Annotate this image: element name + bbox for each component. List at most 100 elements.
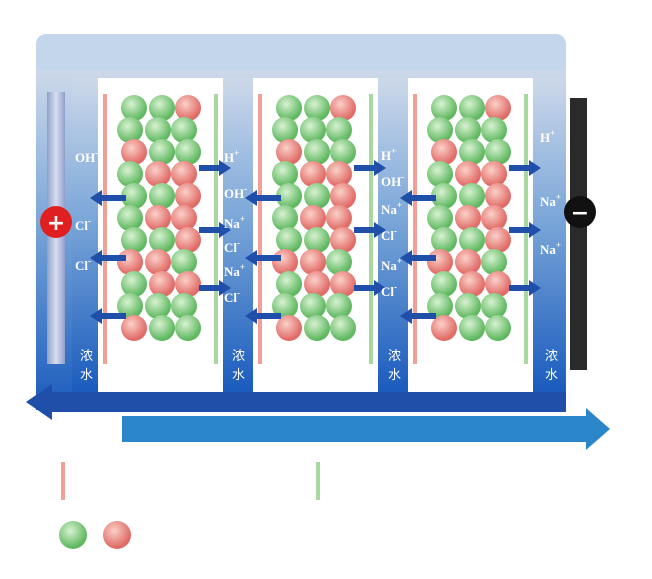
cation-resin-bead: [149, 227, 175, 253]
concentrate-label: 水: [545, 368, 558, 383]
anion-resin-bead: [330, 227, 356, 253]
cation-resin-bead: [481, 293, 507, 319]
cation-resin-bead: [121, 271, 147, 297]
cation-resin-bead: [431, 183, 457, 209]
anion-resin-bead: [175, 227, 201, 253]
anion-resin-bead: [175, 95, 201, 121]
anion-resin-bead: [455, 249, 481, 275]
anion-resin-bead: [455, 161, 481, 187]
concentrate-label: 浓: [545, 349, 558, 364]
concentrate-label: 水: [388, 368, 401, 383]
anion-resin-bead: [485, 183, 511, 209]
cation-resin-bead: [427, 117, 453, 143]
ion-label-h: H+: [540, 128, 555, 145]
cation-migration-arrow: [199, 160, 231, 176]
ion-label-oh: OH-: [75, 148, 98, 165]
anion-resin-bead: [330, 271, 356, 297]
anion-resin-bead: [485, 227, 511, 253]
product-outflow-arrow: [122, 408, 610, 450]
cation-resin-bead: [272, 293, 298, 319]
svg-text:+: +: [47, 211, 65, 236]
cation-resin-bead: [121, 95, 147, 121]
cathode-symbol: −: [564, 196, 596, 228]
ion-label-na: Na+: [540, 240, 561, 257]
cation-resin-bead: [149, 183, 175, 209]
cation-resin-bead: [149, 139, 175, 165]
ion-label-h: H+: [224, 148, 239, 165]
cation-resin-bead: [300, 293, 326, 319]
cation-resin-bead: [121, 227, 147, 253]
cation-resin-bead: [485, 315, 511, 341]
cation-resin-bead: [276, 271, 302, 297]
ion-label-na: Na+: [381, 200, 402, 217]
anion-migration-arrow: [245, 190, 281, 206]
cation-resin-bead: [427, 161, 453, 187]
cation-resin-bead: [326, 293, 352, 319]
cation-resin-bead: [459, 139, 485, 165]
concentrate-label: 水: [232, 368, 245, 383]
cation-resin-bead: [300, 117, 326, 143]
ion-label-na: Na+: [540, 192, 561, 209]
anion-resin-bead: [455, 205, 481, 231]
cation-migration-arrow: [199, 280, 231, 296]
anode-symbol: +: [40, 206, 72, 238]
anion-resin-bead: [326, 161, 352, 187]
anion-resin-bead: [149, 271, 175, 297]
cation-resin-bead: [455, 293, 481, 319]
concentrate-channel-1: [72, 78, 98, 392]
cation-resin-bead: [431, 95, 457, 121]
anion-migration-arrow: [245, 308, 281, 324]
cation-migration-arrow: [199, 222, 231, 238]
cation-resin-bead: [272, 117, 298, 143]
cation-resin-bead: [171, 249, 197, 275]
cation-resin-bead: [459, 315, 485, 341]
cation-resin-bead: [276, 95, 302, 121]
anion-migration-arrow: [400, 190, 436, 206]
anion-resin-bead: [171, 205, 197, 231]
ion-label-cl: Cl-: [224, 238, 240, 255]
legend-cation-resin: [59, 521, 87, 549]
anion-migration-arrow: [245, 250, 281, 266]
concentrate-channel-3: [378, 78, 408, 392]
tank-top: [36, 34, 566, 78]
cation-resin-bead: [459, 183, 485, 209]
cation-resin-bead: [276, 183, 302, 209]
anion-resin-bead: [272, 249, 298, 275]
anion-resin-bead: [459, 271, 485, 297]
cation-resin-bead: [272, 205, 298, 231]
anion-membrane-3: [413, 94, 417, 364]
anion-resin-bead: [175, 183, 201, 209]
cation-resin-bead: [304, 183, 330, 209]
anion-resin-bead: [485, 95, 511, 121]
cation-resin-bead: [455, 117, 481, 143]
anion-resin-bead: [481, 161, 507, 187]
cathode-plate: [570, 98, 587, 370]
anion-resin-bead: [304, 271, 330, 297]
cation-resin-bead: [149, 95, 175, 121]
concentrate-label: 浓: [80, 349, 93, 364]
anion-migration-arrow: [90, 308, 126, 324]
legend-cation-membrane: [316, 462, 320, 500]
cation-resin-bead: [481, 249, 507, 275]
cation-resin-bead: [304, 227, 330, 253]
cation-resin-bead: [304, 139, 330, 165]
cation-resin-bead: [171, 293, 197, 319]
cation-resin-bead: [431, 271, 457, 297]
anion-resin-bead: [330, 95, 356, 121]
anion-resin-bead: [481, 205, 507, 231]
cation-resin-bead: [117, 161, 143, 187]
cation-resin-bead: [459, 227, 485, 253]
anion-resin-bead: [300, 249, 326, 275]
anion-resin-bead: [121, 315, 147, 341]
anion-resin-bead: [121, 139, 147, 165]
anion-resin-bead: [300, 205, 326, 231]
svg-text:−: −: [571, 201, 589, 226]
anion-resin-bead: [145, 249, 171, 275]
cation-resin-bead: [427, 293, 453, 319]
anion-resin-bead: [326, 205, 352, 231]
cation-resin-bead: [459, 95, 485, 121]
cation-resin-bead: [427, 205, 453, 231]
anion-migration-arrow: [90, 250, 126, 266]
cation-resin-bead: [121, 183, 147, 209]
